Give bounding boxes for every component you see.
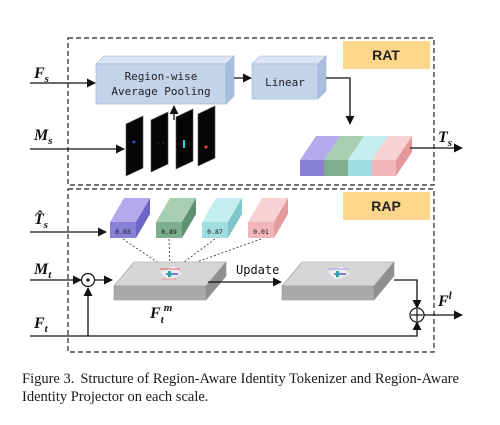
rap-output-f: Fl <box>437 290 453 310</box>
score-1: 0.03 <box>115 228 131 236</box>
rat-tag-label: RAT <box>372 47 400 63</box>
linear-block-top <box>251 55 327 65</box>
rap-tag <box>343 192 430 220</box>
figure-caption: Figure 3.Structure of Region-Aware Ident… <box>22 370 484 406</box>
linear-block <box>251 63 319 100</box>
pool-block-top <box>95 55 235 65</box>
svg-text:· ·: · · <box>157 139 165 148</box>
rap-tag-label: RAP <box>371 198 401 214</box>
update-label: Update <box>236 263 279 277</box>
pool-block <box>95 63 227 105</box>
rap-input-that: T̂s <box>34 209 48 231</box>
caption-number: Figure 3. <box>22 371 75 387</box>
linear-label: Linear <box>265 76 305 89</box>
rap-token-bars <box>110 198 288 238</box>
score-2: 0.89 <box>161 228 177 236</box>
plate-to-sum-arrow <box>394 279 422 309</box>
pool-label-line1: Region-wise <box>125 70 198 83</box>
architecture-diagram: RAT Region-wise Average Pooling Linear F… <box>30 37 463 353</box>
rap-panel-border <box>67 188 435 353</box>
rat-token-stack <box>300 136 412 176</box>
linear-block-side <box>317 55 327 100</box>
rat-panel-border <box>67 37 435 186</box>
pool-label-line2: Average Pooling <box>111 85 210 98</box>
rat-input-m: Ms <box>33 127 53 147</box>
rat-output-t: Ts <box>438 129 452 149</box>
caption-text: Structure of Region-Aware Identity Token… <box>22 371 459 405</box>
rap-input-m: Mt <box>33 261 52 281</box>
mask-stack: · · <box>125 105 216 177</box>
score-4: 0.01 <box>253 228 269 236</box>
rat-tag <box>343 41 430 69</box>
fm-label: Ftm <box>149 302 173 326</box>
updated-plate <box>281 261 395 301</box>
linear-to-tokens-arrow <box>326 77 355 125</box>
pool-block-side <box>225 55 235 105</box>
ft-to-sum-arrow <box>410 321 422 337</box>
rat-input-f: Fs <box>33 65 49 85</box>
score-3: 0.87 <box>207 228 223 236</box>
rap-input-f: Ft <box>33 315 49 335</box>
fm-plate <box>113 261 227 301</box>
hadamard-dot <box>86 278 90 282</box>
